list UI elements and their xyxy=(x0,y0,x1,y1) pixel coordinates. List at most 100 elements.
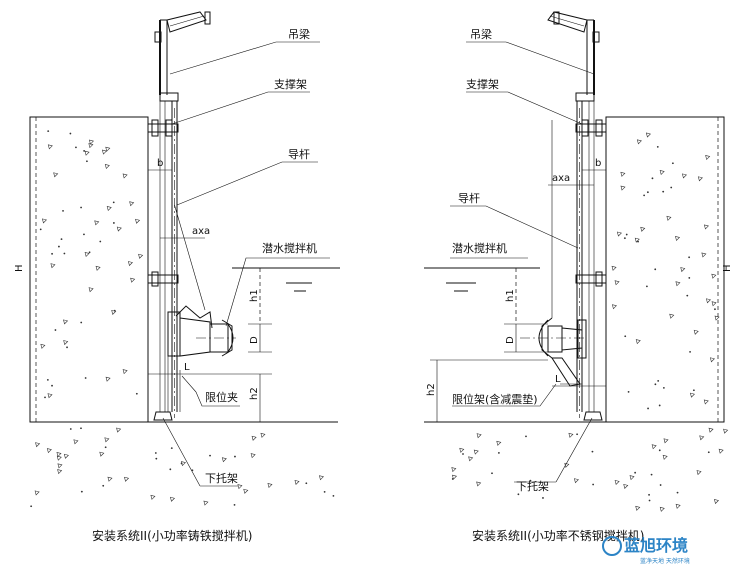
concrete-speck xyxy=(636,139,642,145)
right-label-limit-frame: 限位架(含减震垫) xyxy=(452,392,538,406)
concrete-speck xyxy=(47,130,50,132)
concrete-speck xyxy=(305,482,308,485)
left-limit-clamp xyxy=(167,356,197,412)
concrete-speck xyxy=(84,150,90,156)
concrete-speck xyxy=(170,447,173,450)
right-label-guide-rod: 导杆 xyxy=(458,191,480,205)
concrete-speck xyxy=(80,321,83,324)
concrete-speck xyxy=(476,433,482,439)
concrete-speck xyxy=(643,194,646,197)
concrete-speck xyxy=(58,245,60,248)
concrete-speck xyxy=(128,261,133,267)
right-drawing xyxy=(424,11,729,512)
concrete-speck xyxy=(648,499,651,502)
concrete-speck xyxy=(260,432,266,438)
concrete-speck xyxy=(451,478,454,480)
concrete-speck xyxy=(568,432,574,438)
concrete-speck xyxy=(517,493,520,496)
concrete-speck xyxy=(51,252,53,255)
concrete-speck xyxy=(44,396,46,399)
concrete-speck xyxy=(711,301,717,307)
concrete-speck xyxy=(150,494,156,500)
left-dim-D: D xyxy=(249,336,260,344)
concrete-speck xyxy=(692,389,695,392)
concrete-speck xyxy=(233,503,236,506)
right-limit-frame xyxy=(551,357,582,387)
concrete-speck xyxy=(35,442,41,448)
concrete-speck xyxy=(689,351,691,353)
concrete-speck xyxy=(573,478,579,484)
left-dimensions xyxy=(33,116,272,423)
concrete-speck xyxy=(56,452,62,458)
concrete-speck xyxy=(611,265,617,271)
right-support-frame-top xyxy=(575,119,607,137)
concrete-speck xyxy=(675,503,681,509)
right-dim-D: D xyxy=(505,336,516,344)
concrete-speck xyxy=(659,506,665,512)
right-dim-L: L xyxy=(555,374,561,385)
concrete-speck xyxy=(170,496,176,502)
concrete-speck xyxy=(107,476,113,482)
concrete-speck xyxy=(657,380,660,382)
concrete-speck xyxy=(634,237,640,243)
concrete-speck xyxy=(666,215,672,221)
left-leaders xyxy=(169,41,330,487)
concrete-speck xyxy=(105,146,111,152)
right-leaders xyxy=(450,41,595,483)
concrete-speck xyxy=(681,173,687,179)
concrete-speck xyxy=(491,472,493,475)
concrete-speck xyxy=(701,252,707,258)
concrete-speck xyxy=(88,143,94,149)
right-dim-H: H xyxy=(722,264,733,272)
concrete-speck xyxy=(155,457,158,460)
concrete-speck xyxy=(318,475,324,481)
concrete-speck xyxy=(62,209,64,212)
left-support-frame-top xyxy=(147,119,179,137)
concrete-speck xyxy=(84,377,87,379)
concrete-speck xyxy=(80,427,82,430)
concrete-speck xyxy=(66,346,68,349)
concrete-speck xyxy=(88,139,94,145)
concrete-speck xyxy=(640,226,646,232)
concrete-speck xyxy=(104,437,110,443)
concrete-speck xyxy=(711,273,717,279)
concrete-speck xyxy=(112,201,115,204)
concrete-speck xyxy=(542,497,544,499)
concrete-speck xyxy=(646,285,648,288)
concrete-speck xyxy=(662,386,665,389)
concrete-speck xyxy=(650,473,653,476)
concrete-speck xyxy=(651,177,654,180)
concrete-speck xyxy=(116,226,122,232)
concrete-speck xyxy=(680,267,686,273)
concrete-speck xyxy=(707,451,710,454)
concrete-speck xyxy=(671,162,674,165)
concrete-speck xyxy=(84,251,90,257)
concrete-speck xyxy=(54,329,57,331)
concrete-speck xyxy=(627,390,630,393)
concrete-speck xyxy=(169,468,172,471)
left-dim-h2: h2 xyxy=(249,387,260,400)
left-guide-rod xyxy=(159,101,206,418)
left-drawing xyxy=(29,11,340,508)
concrete-speck xyxy=(708,427,714,433)
concrete-speck xyxy=(625,233,628,236)
left-dim-axa: axa xyxy=(192,226,210,237)
concrete-speck xyxy=(60,238,63,241)
concrete-speck xyxy=(697,176,703,182)
left-label-crane-beam: 吊梁 xyxy=(288,27,310,41)
concrete-speck xyxy=(122,173,128,179)
right-label-crane-beam: 吊梁 xyxy=(470,27,492,41)
concrete-speck xyxy=(675,236,681,242)
concrete-speck xyxy=(496,440,502,446)
concrete-speck xyxy=(221,457,227,463)
concrete-speck xyxy=(696,470,702,476)
concrete-speck xyxy=(656,145,659,148)
concrete-speck xyxy=(80,206,82,209)
concrete-speck xyxy=(670,186,673,189)
concrete-speck xyxy=(56,455,62,461)
concrete-speck xyxy=(40,343,46,349)
concrete-speck xyxy=(63,340,69,346)
left-label-lower-bracket: 下托架 xyxy=(205,471,238,485)
concrete-speck xyxy=(703,399,709,405)
right-support-frame-mid xyxy=(575,271,607,287)
